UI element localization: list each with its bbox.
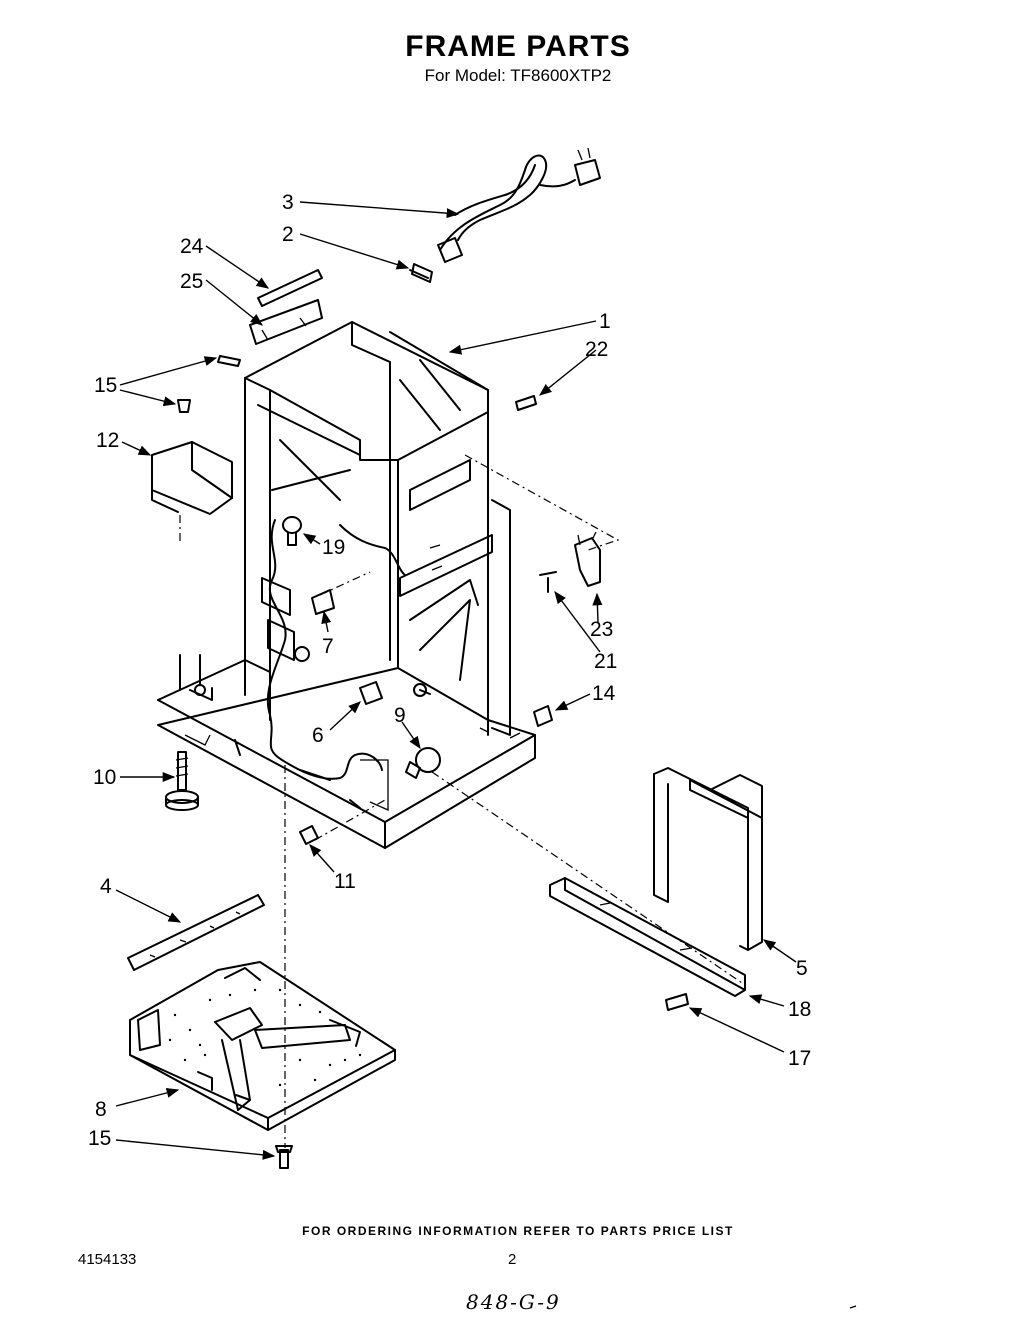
document-number: 4154133 [78,1251,137,1268]
alignment-line-nut [314,799,386,841]
callout-6: 6 [312,724,324,747]
screw-part-17 [665,993,689,1011]
callout-18: 18 [788,998,811,1021]
screw-part-22 [515,395,537,411]
callout-12: 12 [96,429,119,452]
callout-11: 11 [334,870,356,893]
base-plate-part-8 [129,961,396,1131]
base-pan [157,654,536,849]
callout-14: 14 [592,682,616,705]
callout-21: 21 [594,650,617,673]
callout-15-top: 15 [94,374,117,397]
callout-23: 23 [590,618,613,641]
corner-mark [849,1305,857,1309]
door-frame-part-5 [653,767,763,951]
power-cord-part [437,147,601,263]
screw-part-15-bottom [275,1145,293,1169]
cabinet-frame-part-1 [244,321,511,736]
callout-3: 3 [282,191,294,214]
model-subtitle: For Model: TF8600XTP2 [424,66,612,85]
cover-part-12 [151,441,233,545]
rail-part-18 [549,877,746,997]
callout-7: 7 [322,635,334,658]
handwritten-note: 848-G-9 [466,1290,561,1314]
connector-part-6 [359,681,383,705]
callout-labels: 3 2 24 25 1 22 15 12 19 23 7 21 14 9 6 1… [88,191,811,1150]
screw-part-14 [533,705,553,727]
callout-5: 5 [796,957,808,980]
ordering-note: FOR ORDERING INFORMATION REFER TO PARTS … [302,1224,734,1238]
bracket-part-25 [249,299,323,345]
thermostat-part-9 [405,747,441,779]
callout-9: 9 [394,704,406,727]
leveling-foot-part-10 [165,751,199,811]
bulb-part-19 [282,516,302,546]
callout-17: 17 [788,1047,811,1070]
wiring-harness [266,519,406,780]
leader-lines [115,201,797,1160]
nut-part-11 [299,825,319,845]
screw-part-15-top [177,355,241,413]
callout-2: 2 [282,223,294,246]
callout-19: 19 [322,536,345,559]
alignment-line-latch [464,454,620,551]
callout-24: 24 [180,235,204,258]
strip-part-24 [257,269,323,307]
gasket-strip-part-4 [127,894,265,971]
callout-10: 10 [93,766,116,789]
latch-part-23 [574,531,601,587]
callout-4: 4 [100,875,112,898]
callout-15-bottom: 15 [88,1127,111,1150]
bracket-part-21 [539,571,557,593]
alignment-line-rail [431,771,746,986]
page-title: FRAME PARTS [405,30,631,63]
callout-1: 1 [599,310,611,333]
screw-part-2 [409,263,433,283]
callout-8: 8 [95,1098,107,1121]
callout-25: 25 [180,270,203,293]
callout-22: 22 [585,338,608,361]
page-number: 2 [508,1251,517,1268]
